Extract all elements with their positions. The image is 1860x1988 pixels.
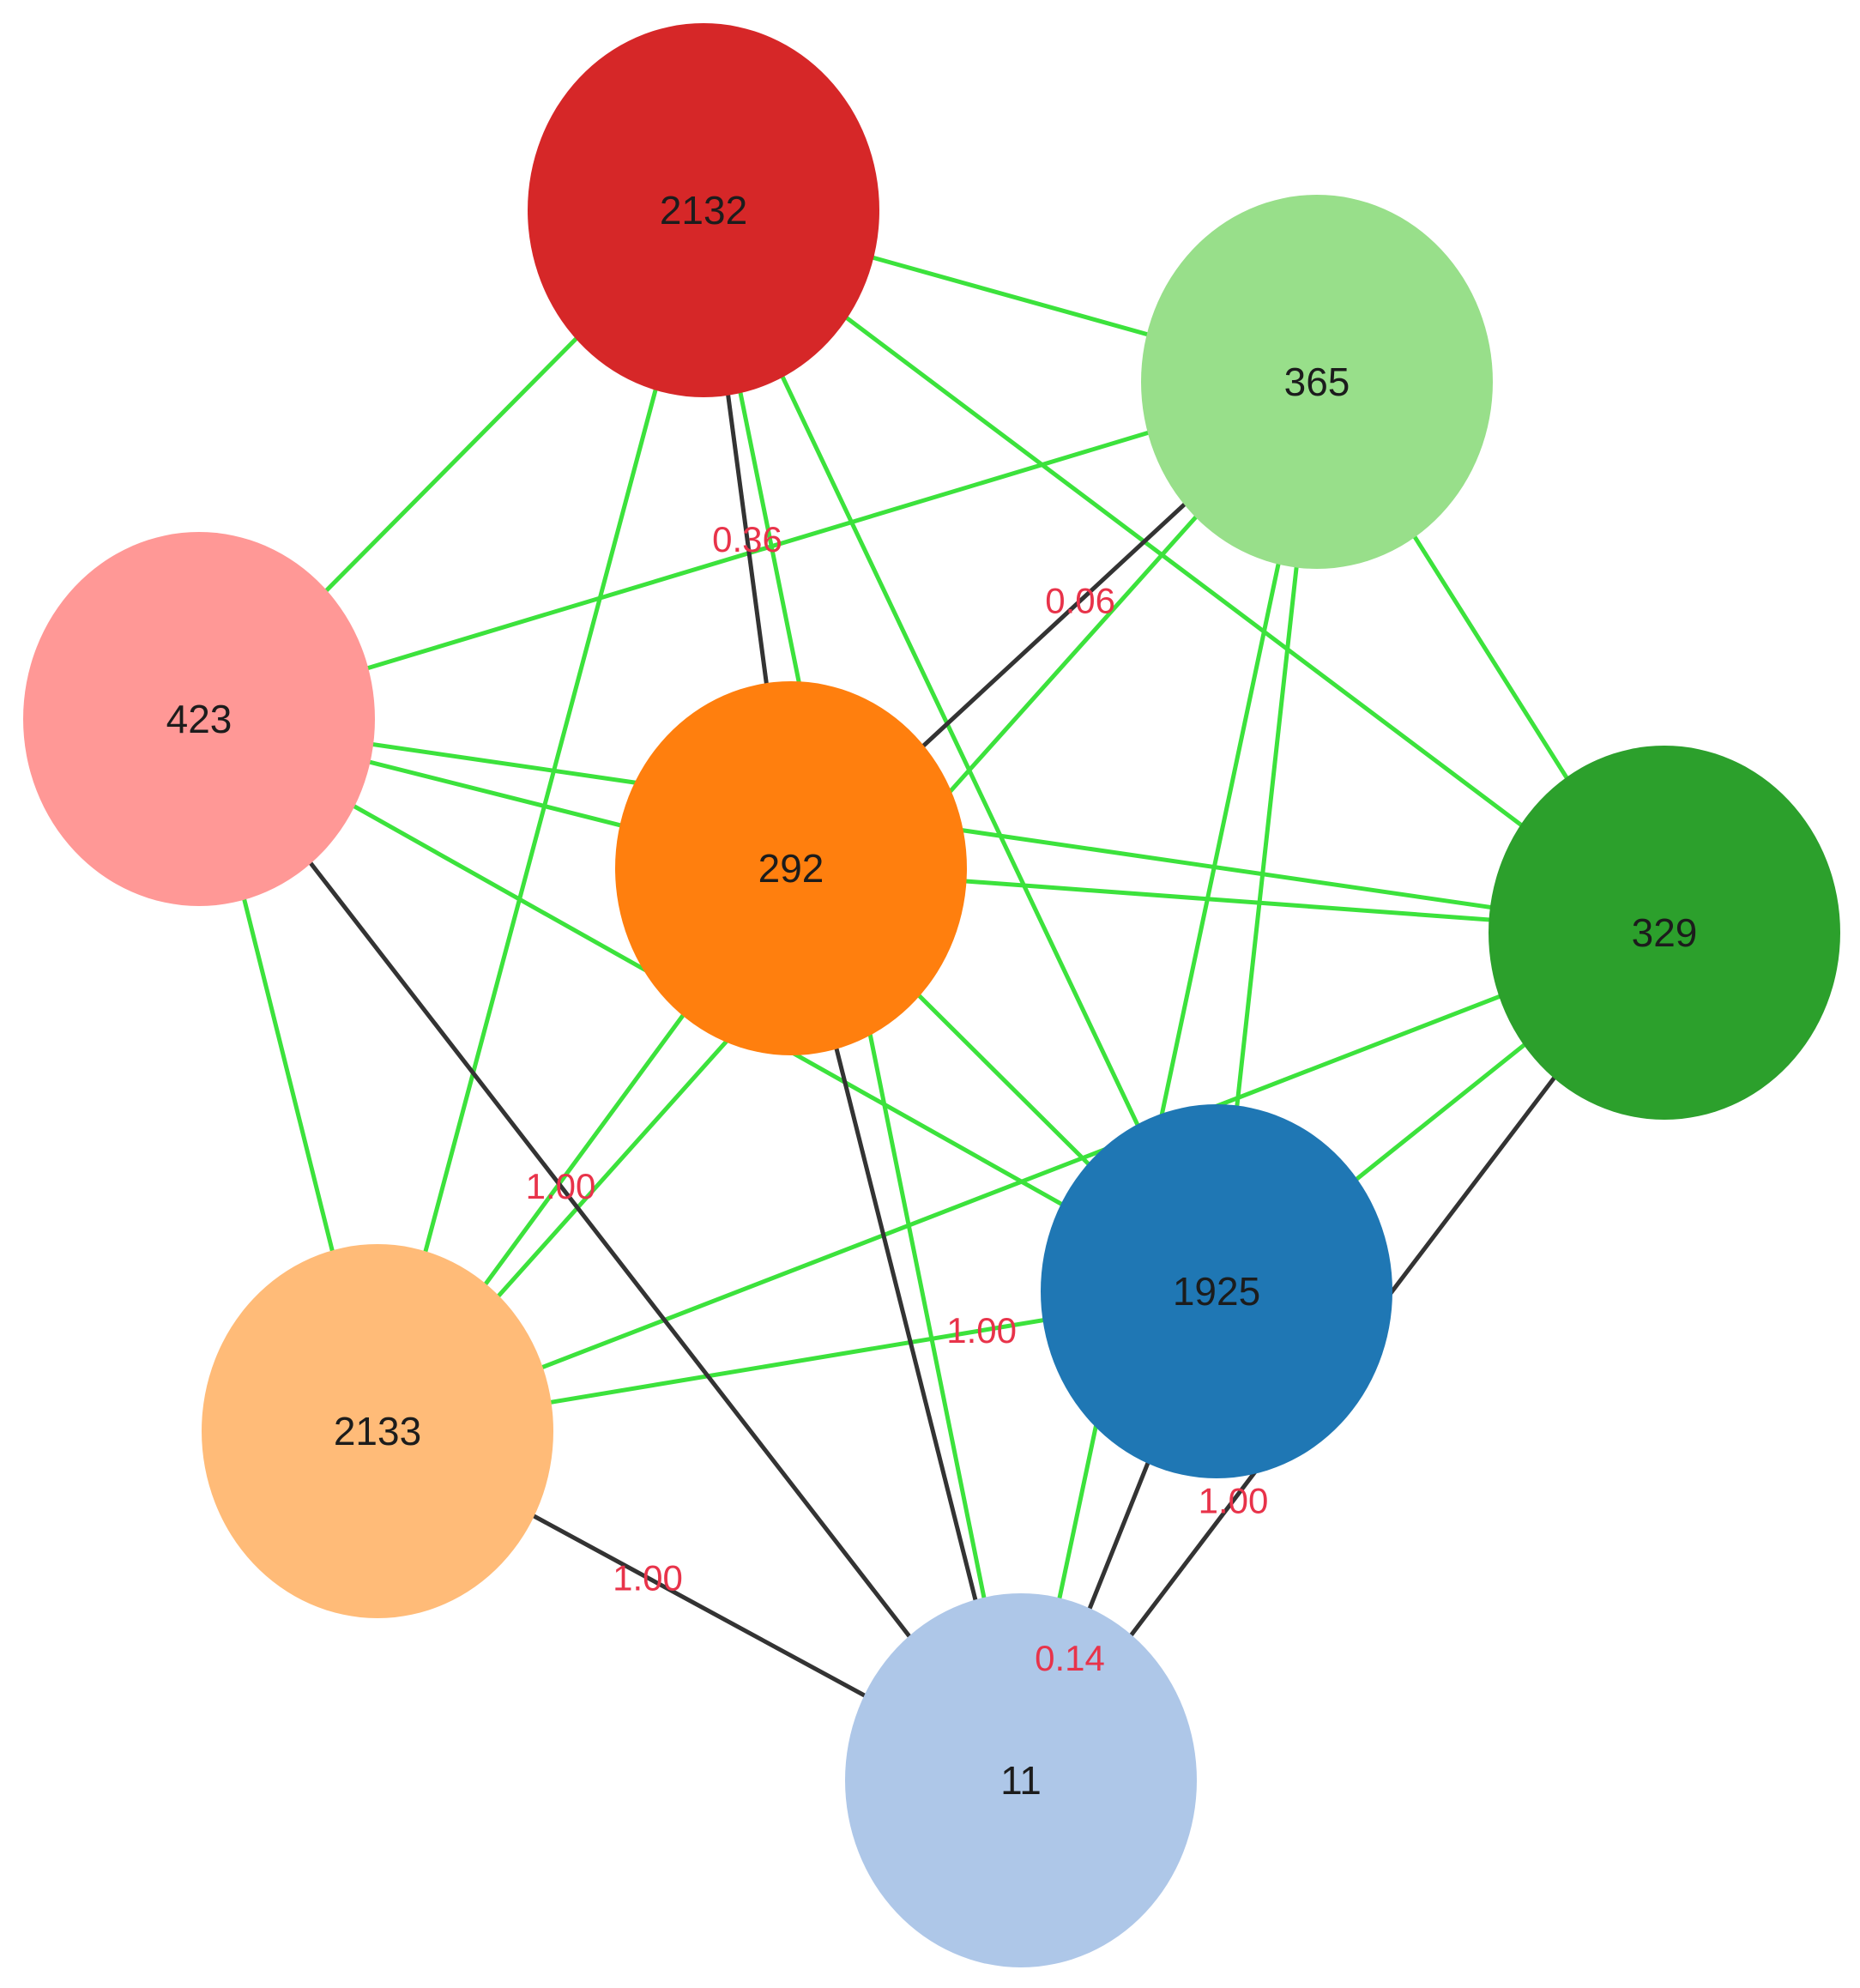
edge-label-1925-11: 0.14 [1035, 1638, 1105, 1678]
node-292: 292 [615, 681, 967, 1055]
node-label-1925: 1925 [1173, 1269, 1260, 1314]
node-365: 365 [1141, 195, 1493, 569]
edge-329-2133 [377, 930, 1665, 1434]
edge-2132-329 [702, 208, 1666, 934]
edge-2132-2133 [375, 209, 706, 1432]
node-circle-292 [615, 681, 967, 1055]
node-circle-329 [1489, 746, 1840, 1120]
node-label-2133: 2133 [334, 1409, 421, 1453]
edge-label-329-11: 1.00 [1199, 1480, 1269, 1520]
node-circle-11 [845, 1593, 1197, 1967]
edge-label-1925-2133: 1.00 [946, 1310, 1017, 1351]
node-label-292: 292 [758, 846, 824, 891]
node-label-423: 423 [166, 697, 232, 741]
node-circle-2133 [202, 1244, 553, 1618]
node-11: 11 [845, 1593, 1197, 1967]
node-label-2132: 2132 [660, 188, 747, 233]
node-circle-1925 [1041, 1104, 1392, 1478]
edge-365-11 [1018, 381, 1320, 1781]
edge-423-11 [197, 717, 1023, 1782]
node-circle-365 [1141, 195, 1493, 569]
node-circle-2132 [528, 23, 879, 397]
edge-label-423-11: 1.00 [526, 1166, 596, 1206]
node-label-365: 365 [1284, 360, 1350, 404]
node-label-329: 329 [1632, 910, 1698, 955]
edge-label-2132-292: 0.36 [712, 519, 782, 559]
node-423: 423 [23, 532, 375, 906]
edge-365-423 [198, 379, 1318, 722]
edge-2132-1925 [701, 208, 1219, 1293]
node-2133: 2133 [202, 1244, 553, 1618]
node-2132: 2132 [528, 23, 879, 397]
edge-label-365-292: 0.06 [1045, 581, 1115, 621]
edge-labels-layer: 1.00 0.36 0.06 1.00 1.00 0.14 1.00 [526, 519, 1269, 1678]
node-329: 329 [1489, 746, 1840, 1120]
node-label-11: 11 [1000, 1758, 1042, 1803]
edge-label-2133-11: 1.00 [613, 1557, 683, 1598]
node-circle-423 [23, 532, 375, 906]
nodes-layer: 2132 365 423 292 329 1925 2133 11 [23, 23, 1840, 1967]
node-1925: 1925 [1041, 1104, 1392, 1478]
